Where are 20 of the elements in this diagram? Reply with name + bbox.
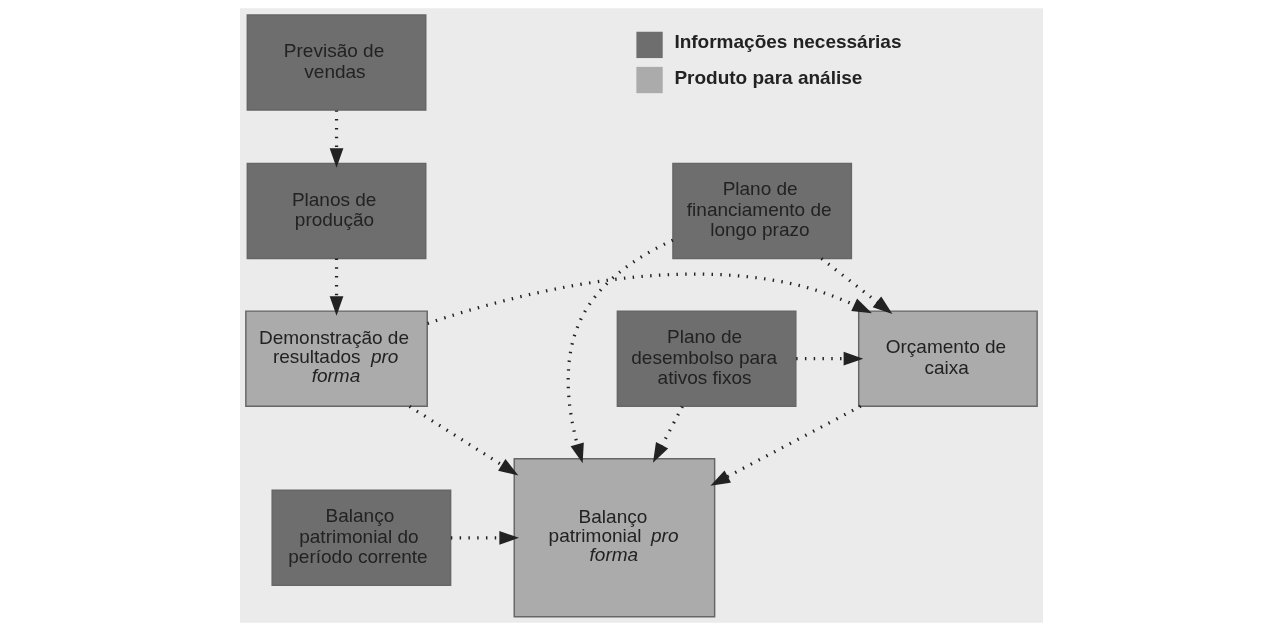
node-box: Demonstração de resultados pro forma bbox=[245, 310, 428, 407]
arrow bbox=[652, 405, 684, 463]
legend-label: Informações necessárias bbox=[674, 31, 902, 53]
node-box: Orçamento de caixa bbox=[857, 310, 1038, 407]
arrow bbox=[329, 110, 344, 168]
arrow bbox=[329, 258, 344, 316]
arrow bbox=[427, 272, 872, 325]
arrow bbox=[450, 530, 519, 545]
node-box: Balanço patrimonial pro forma bbox=[513, 458, 716, 618]
node-box: Plano de financiamento de longo prazo bbox=[672, 162, 853, 260]
node-box: Previsão de vendas bbox=[246, 14, 427, 111]
legend-label: Produto para análise bbox=[674, 66, 863, 88]
arrow bbox=[408, 405, 519, 476]
arrow bbox=[710, 404, 862, 486]
arrow bbox=[796, 351, 864, 366]
node-box: Planos de produção bbox=[246, 162, 427, 260]
node-box: Balanço patrimonial do período corrente bbox=[271, 489, 452, 587]
arrow bbox=[566, 238, 674, 464]
arrow bbox=[820, 257, 893, 314]
node-box: Plano de desembolso para ativos fixos bbox=[616, 310, 797, 407]
